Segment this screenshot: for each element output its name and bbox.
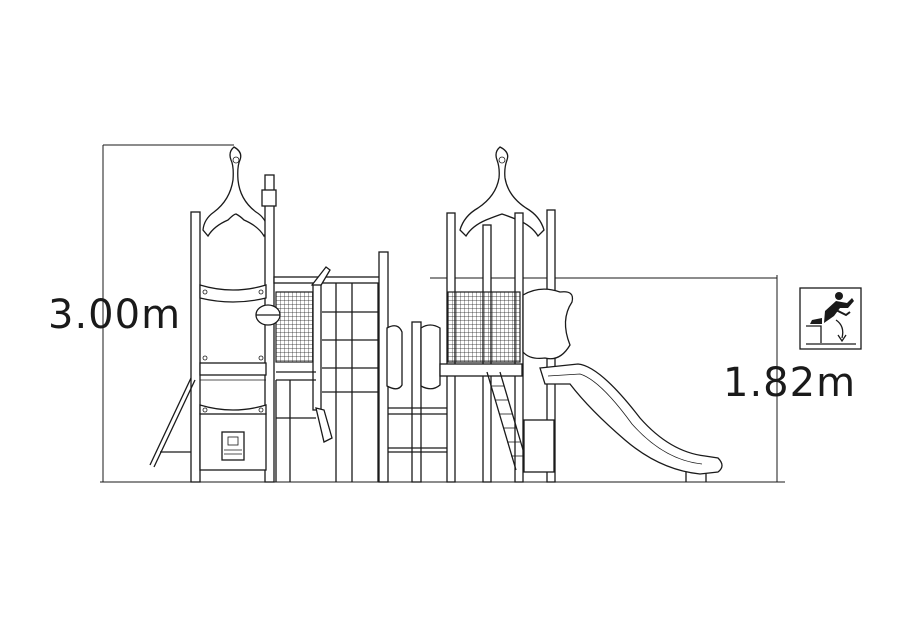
fall-height-label: 1.82m	[723, 360, 856, 406]
right-tower	[439, 146, 574, 483]
slide	[539, 363, 723, 482]
total-height-dimension	[102, 144, 234, 482]
total-height-label: 3.00m	[48, 292, 181, 338]
free-fall-icon	[799, 287, 862, 350]
bridge-section	[378, 251, 448, 483]
climbing-frame	[255, 266, 383, 482]
left-tower	[149, 146, 277, 483]
